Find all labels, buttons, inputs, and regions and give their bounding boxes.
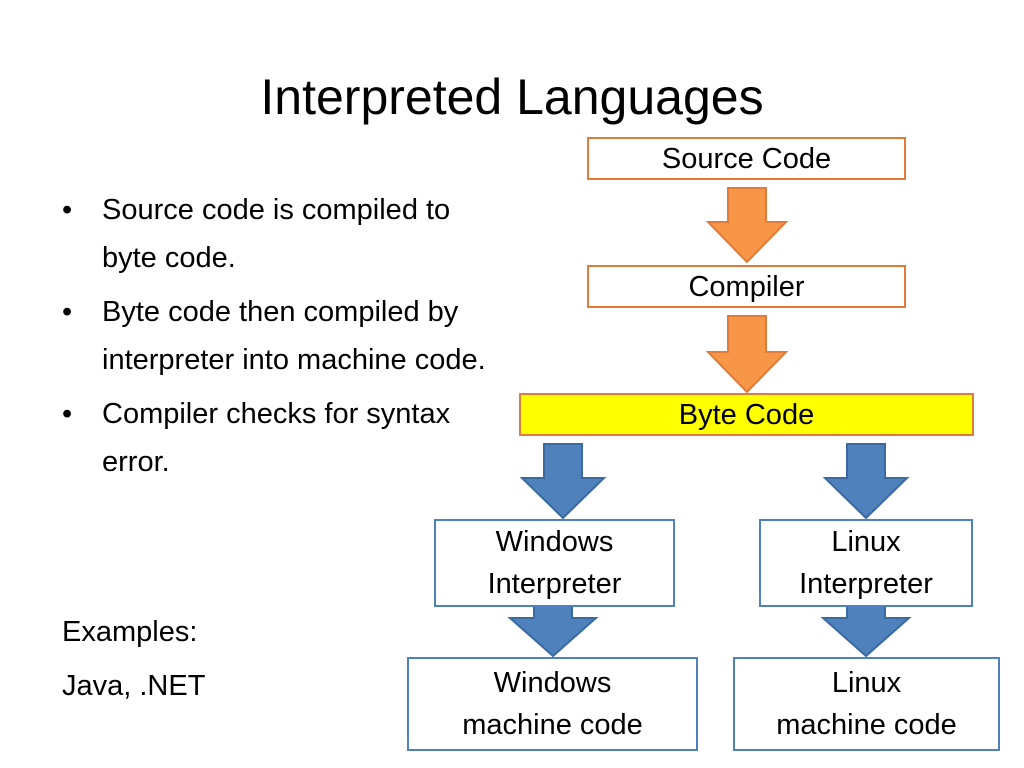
windows-interpreter-line-2: Interpreter xyxy=(487,568,622,600)
arrow-source-to-compiler xyxy=(705,187,789,264)
windows-machine-code-line-1: Windows xyxy=(493,667,612,699)
bullet-text: Byte code then compiled by interpreter i… xyxy=(102,296,486,376)
windows-interpreter-line-1: Windows xyxy=(495,526,614,558)
arrow-compiler-to-bytecode xyxy=(705,315,789,394)
byte-code-label: Byte Code xyxy=(678,398,815,431)
bullet-item: • Compiler checks for syntax error. xyxy=(62,390,502,486)
compiler-label: Compiler xyxy=(688,270,805,303)
source-code-box: Source Code xyxy=(587,137,906,180)
linux-interpreter-line-1: Linux xyxy=(831,526,901,558)
windows-machine-code-line-2: machine code xyxy=(462,709,643,741)
linux-machine-code-box: Linux machine code xyxy=(733,657,1000,751)
bullet-text: Compiler checks for syntax error. xyxy=(102,398,451,478)
linux-machine-code-line-2: machine code xyxy=(776,709,957,741)
arrow-bytecode-to-linux xyxy=(822,443,910,520)
linux-machine-code-line-1: Linux xyxy=(831,667,902,699)
examples-block: Examples: Java, .NET xyxy=(62,608,205,716)
bullet-item: • Byte code then compiled by interpreter … xyxy=(62,288,502,384)
bullet-list: • Source code is compiled to byte code. •… xyxy=(62,186,502,492)
windows-interpreter-box: Windows Interpreter xyxy=(434,519,675,607)
examples-label: Examples: xyxy=(62,616,198,648)
linux-interpreter-box: Linux Interpreter xyxy=(759,519,973,607)
bullet-item: • Source code is compiled to byte code. xyxy=(62,186,502,282)
slide-title: Interpreted Languages xyxy=(260,69,764,125)
compiler-box: Compiler xyxy=(587,265,906,308)
windows-machine-code-box: Windows machine code xyxy=(407,657,698,751)
arrow-bytecode-to-windows xyxy=(519,443,607,520)
bullet-text: Source code is compiled to byte code. xyxy=(102,194,451,274)
arrow-linux-to-machine xyxy=(820,605,912,658)
bullet-dot: • xyxy=(62,296,73,328)
bullet-dot: • xyxy=(62,194,73,226)
bullet-dot: • xyxy=(62,398,73,430)
linux-interpreter-line-2: Interpreter xyxy=(799,568,933,600)
arrow-windows-to-machine xyxy=(507,605,599,658)
byte-code-box: Byte Code xyxy=(519,393,974,436)
source-code-label: Source Code xyxy=(661,142,832,175)
examples-value: Java, .NET xyxy=(62,670,206,702)
